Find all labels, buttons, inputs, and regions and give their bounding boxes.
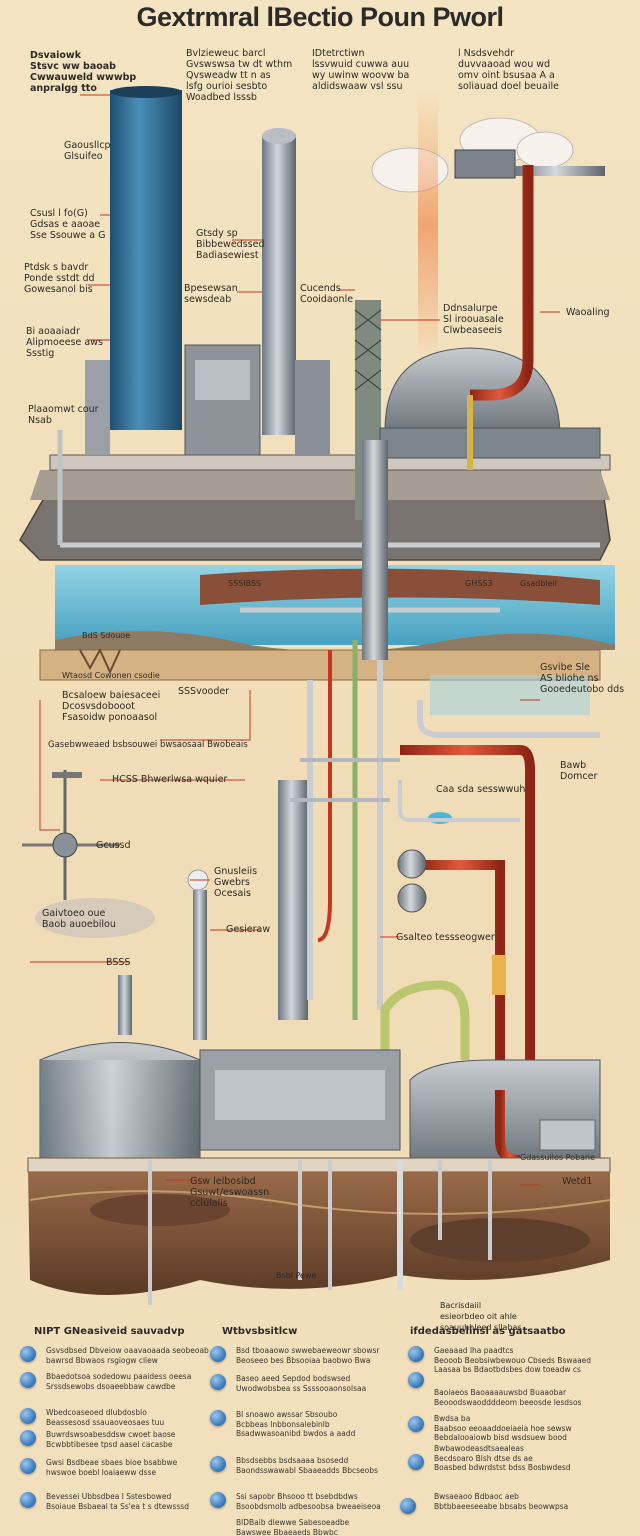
- notes-col3-item: Bwsaeaoo Bdbaoc aeb Bbtbbaeeseeabe bbsab…: [434, 1492, 569, 1511]
- label-gas-cell: Gsw lelbosibd Gsuwt/eswoassn cclulalis: [190, 1176, 270, 1209]
- notes-col2-item: Bsd tboaaowo swwebaeweowr sbowsr Beoseeo…: [236, 1346, 380, 1365]
- hot-steam-pipe-top: [470, 165, 534, 401]
- notes-col2-item: Bl snoawo awssar Sbsoubo Bcbbeas lnbbons…: [236, 1410, 356, 1438]
- notes-col3-heading: ifdedasbelinsl as gatsaatbo: [410, 1326, 566, 1337]
- info-bullet-icon: [20, 1372, 36, 1388]
- injection-well-casing: [278, 780, 308, 1020]
- cooling-tower: [110, 90, 182, 430]
- label-reinjection: Bacrisdaiil esieorbdeo oit ahle soauuhhl…: [440, 1301, 522, 1332]
- reservoir-pool: [430, 675, 590, 715]
- label-steam-source: Bvlzieweuc barcl Gvswswsa tw dt wthm Qvs…: [186, 48, 293, 103]
- notes-col1-item: Buwrdswsoabesddsw cwoet baose Bcwbbtibes…: [46, 1430, 176, 1449]
- notes-col1-item: Bevessei Ubbsdbea l Sstesbowed Bsoiaue B…: [46, 1492, 189, 1511]
- notes-col3-item: Gaeaaad lha paadtcs Beooob Beobsiwbewouo…: [434, 1346, 592, 1374]
- stratum-label-3: GHSS3: [465, 579, 493, 588]
- stratum-label-1: Wtaosd Cowonen csodie: [62, 671, 160, 680]
- exhaust-stack: [262, 135, 296, 435]
- info-bullet-icon: [408, 1416, 424, 1432]
- label-separator: Ddnsalurpe Sl iroouasale Clwbeaseeis: [443, 303, 504, 336]
- label-brewer: Bpesewsan sewsdeab: [184, 283, 238, 305]
- label-hcss: HCSS Bhwerlwsa wquier: [112, 774, 228, 785]
- notes-col2-item: BlDBaib dlewwe Sabesoeadbe Bawswee Bbaea…: [236, 1518, 350, 1536]
- notes-col3-item: Baoiaeos Baoaaaauwsbd Buaaobar Beooodswa…: [434, 1388, 582, 1407]
- info-bullet-icon: [20, 1346, 36, 1362]
- info-bullet-icon: [20, 1458, 36, 1474]
- label-gas-pocket: Gdassuilos Pobane: [520, 1153, 596, 1162]
- steam-plume: [418, 90, 438, 360]
- label-gasoline: Gaousllcp Glsuifeo: [64, 140, 111, 162]
- label-gauge: Gcussd: [96, 840, 131, 851]
- notes-col1-item: Gsvsdbsed Dbveiow oaavaoaada seobeoab ba…: [46, 1346, 209, 1365]
- label-nozzle: l Nsdsvehdr duvvaaoad wou wd omv oint bs…: [458, 48, 559, 92]
- info-bullet-icon: [210, 1456, 226, 1472]
- notes-col1-item: Bbaedotsoa sodedowu paaidess oeesa Srssd…: [46, 1372, 192, 1391]
- notes-col2-item: Ssi sapobr Bhsooo tt bsebdbdws Bsoobdsmo…: [236, 1492, 381, 1511]
- label-detection: IDtetrctiwn lssvwuid cuwwa auu wy uwinw …: [312, 48, 410, 92]
- stratum-label-4: SSSIBSS: [228, 579, 262, 588]
- label-plant-count: Plaaomwt cour Nsab: [28, 404, 99, 426]
- notes-col1-item: Gwsi Bsdbeae sbaes bioe bsabbwe hwswoe b…: [46, 1458, 178, 1477]
- label-base-cycle: Bcsaloew baiesaceei Dcosvsdobooot Fsasoi…: [62, 690, 161, 723]
- hot-fluid-pipe-right: [400, 745, 535, 1150]
- label-generators: Gnusleiis Gwebrs Ocesais: [214, 866, 258, 899]
- info-bullet-icon: [408, 1372, 424, 1388]
- info-bullet-icon: [408, 1346, 424, 1362]
- monitoring-station: [52, 832, 78, 858]
- info-bullet-icon: [408, 1454, 424, 1470]
- hot-rock-layer: [200, 568, 600, 605]
- stratum-label-2: BdS Sdouoe: [82, 631, 131, 640]
- info-bullet-icon: [210, 1346, 226, 1362]
- notes-panel: NIPT GNeasiveid sauvadvp Wtbvsbsitlcw if…: [0, 1312, 640, 1536]
- info-bullet-icon: [210, 1374, 226, 1390]
- info-bullet-icon: [20, 1430, 36, 1446]
- info-bullet-icon: [210, 1410, 226, 1426]
- label-developer: Dsvaiowk Stsvc ww baoab Cwwauweld wwwbp …: [30, 50, 137, 94]
- stratum-label-5: Gsadbleil: [520, 579, 558, 588]
- label-gas-exchanger: Gsalteo tessseogwer: [396, 932, 495, 943]
- notes-col2-item: Baseo aeed Sepdod bodswsed Uwodwobsbea s…: [236, 1374, 367, 1393]
- label-geyser-site: Gsvibe Sle AS bliohe ns Gooedeutobo dds: [540, 662, 625, 695]
- label-gas-outlet: Gaivtoeo oue Baob auoebilou: [42, 908, 116, 930]
- notes-col2-heading: Wtbvsbsitlcw: [222, 1326, 298, 1337]
- label-bath-dome: Bawb Domcer: [560, 760, 598, 782]
- power-plant-illustration: [19, 86, 615, 1305]
- cooled-return-pipe: [380, 980, 470, 1060]
- notes-col1-heading: NIPT GNeasiveid sauvadvp: [34, 1326, 185, 1337]
- label-deep-well: Bsbl Pewe: [276, 1271, 317, 1280]
- info-bullet-icon: [400, 1498, 416, 1514]
- label-atmosphere: Bi aoaaiadr Alipmoeese aws Ssstig: [26, 326, 103, 359]
- notes-col2-item: Bbsdsebbs bsdsaaaa bsosedd Baondsswawabl…: [236, 1456, 378, 1475]
- notes-col1-item: Wbedcoaseoed dlubdosblo Beassesosd ssaua…: [46, 1408, 165, 1427]
- label-pipe-series: Gasebwweaed bsbsouwei bwsaosaal Bwobeais: [48, 740, 248, 750]
- info-bullet-icon: [210, 1492, 226, 1508]
- label-cooling-valve: Caa sda sesswwuh: [436, 784, 526, 795]
- label-wailing: Waoaling: [566, 307, 610, 318]
- info-bullet-icon: [20, 1492, 36, 1508]
- label-power-house: Ptdsk s bavdr Ponde sstdt dd Gowesanol b…: [24, 262, 95, 295]
- label-generator: Gesieraw: [226, 924, 271, 935]
- label-bsss: BSSS: [106, 957, 131, 968]
- label-well: Wetd1: [562, 1176, 593, 1187]
- info-bullet-icon: [20, 1408, 36, 1424]
- notes-col3-item: Bwdsa ba Baabsoo eeoaaddoeiaeia hoe sews…: [434, 1414, 572, 1442]
- label-ssv-feeder: SSSvooder: [178, 686, 230, 697]
- label-coal-feed: Csusl l fo(G) Gdsas e aaoae Sse Ssouwe a…: [30, 208, 106, 241]
- notes-col3-item: Bwbawodeasdtsaealeas Becdsoaro Blsh dtse…: [434, 1444, 571, 1472]
- page-title: Gextrmral lBectio Poun Pworl: [136, 2, 504, 32]
- label-gas-steam: Gtsdy sp Bibbewedssed Badiasewiest: [196, 228, 265, 261]
- separator-dome: [384, 347, 561, 431]
- label-condenser: Cucends Cooidaonle: [300, 283, 354, 305]
- production-well-casing: [362, 440, 388, 660]
